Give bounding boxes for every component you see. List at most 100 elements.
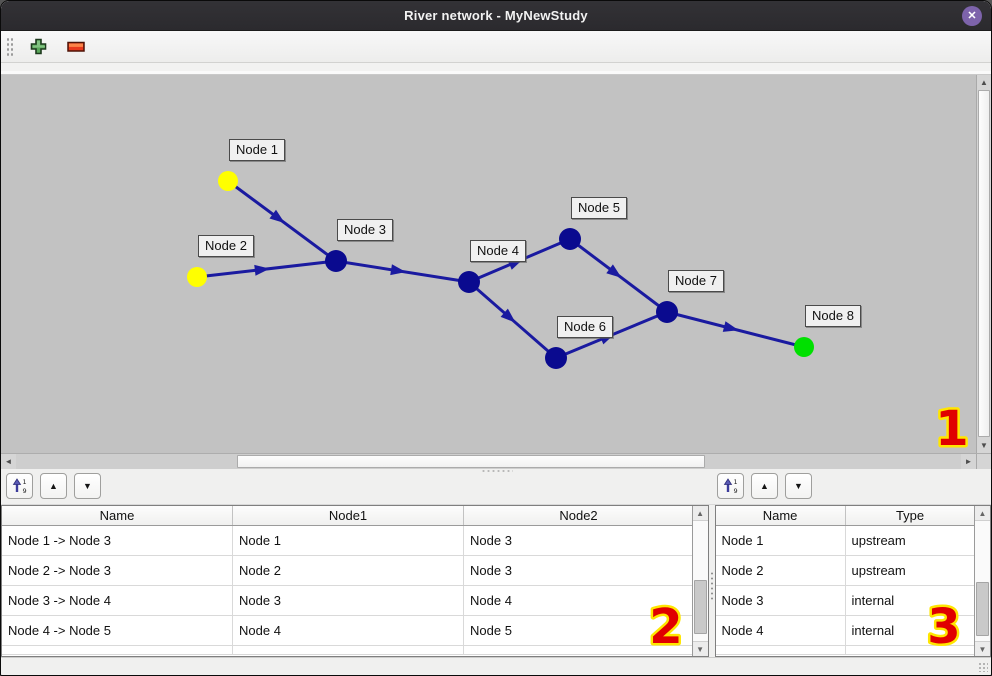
scrollbar-corner [976,454,991,469]
reach-table-header: Name Node1 Node2 [2,506,708,526]
sort-nodes-button[interactable]: 1 9 [717,473,744,499]
scroll-left-icon[interactable]: ◄ [1,454,16,469]
network-node-node-2[interactable] [187,267,207,287]
table-cell [464,646,694,654]
column-header-node2[interactable]: Node2 [464,506,694,525]
scroll-down-icon[interactable]: ▼ [974,641,990,656]
close-button[interactable]: ✕ [962,6,982,26]
network-node-node-6[interactable] [545,347,567,369]
network-node-node-1[interactable] [218,171,238,191]
horizontal-scroll-thumb[interactable] [237,455,705,468]
table-cell[interactable]: Node 1 -> Node 3 [2,526,233,555]
triangle-up-icon: ▲ [49,481,58,491]
reach-table-scrollbar[interactable]: ▲ ▼ [691,506,708,656]
move-reach-down-button[interactable]: ▼ [74,473,101,499]
flow-arrow-icon [254,264,270,276]
column-header-node1[interactable]: Node1 [233,506,464,525]
triangle-down-icon: ▼ [83,481,92,491]
node-label: Node 3 [337,219,393,241]
node-scroll-thumb[interactable] [975,582,989,636]
table-toolbar-strip: 1 9 ▲ ▼ 1 9 ▲ ▼ [1,469,991,505]
table-cell[interactable]: Node 4 [233,616,464,645]
scroll-right-icon[interactable]: ► [961,454,976,469]
remove-button[interactable] [63,34,89,60]
title-bar: River network - MyNewStudy ✕ [1,1,991,31]
table-cell [716,646,846,654]
network-node-node-8[interactable] [794,337,814,357]
triangle-down-icon: ▼ [794,481,803,491]
table-cell[interactable]: upstream [846,526,976,555]
scroll-up-icon[interactable]: ▲ [692,506,708,521]
scroll-down-icon[interactable]: ▼ [692,641,708,656]
move-reach-up-button[interactable]: ▲ [40,473,67,499]
column-header-name[interactable]: Name [716,506,846,525]
column-header-type[interactable]: Type [846,506,976,525]
network-node-node-4[interactable] [458,271,480,293]
table-cell[interactable]: Node 5 [464,616,694,645]
pane-splitter-handle[interactable] [481,469,513,473]
table-cell[interactable]: Node 3 [233,586,464,615]
scroll-up-icon[interactable]: ▲ [977,75,991,90]
table-row-partial [2,646,708,655]
node-label: Node 4 [470,240,526,262]
svg-text:9: 9 [22,487,26,494]
table-cell[interactable]: Node 2 [233,556,464,585]
table-cell [846,646,976,654]
vertical-scroll-thumb[interactable] [978,90,990,437]
network-node-node-7[interactable] [656,301,678,323]
table-cell[interactable]: Node 1 [716,526,846,555]
table-cell[interactable]: Node 4 -> Node 5 [2,616,233,645]
node-table-scrollbar[interactable]: ▲ ▼ [973,506,990,656]
node-label: Node 6 [557,316,613,338]
table-cell[interactable]: upstream [846,556,976,585]
flow-arrow-icon [606,264,622,278]
table-cell[interactable]: internal [846,586,976,615]
scroll-down-icon[interactable]: ▼ [977,438,991,453]
table-cell [233,646,464,654]
table-cell[interactable]: Node 3 [464,526,694,555]
flow-arrow-icon [722,321,739,332]
table-cell[interactable]: Node 4 [716,616,846,645]
move-node-up-button[interactable]: ▲ [751,473,778,499]
table-cell[interactable]: internal [846,616,976,645]
table-cell[interactable]: Node 4 [464,586,694,615]
reach-scroll-thumb[interactable] [693,580,707,634]
table-cell[interactable]: Node 2 [716,556,846,585]
move-node-down-button[interactable]: ▼ [785,473,812,499]
flow-arrow-icon [269,209,285,224]
network-node-node-3[interactable] [325,250,347,272]
flow-arrow-icon [500,308,516,323]
table-cell[interactable]: Node 3 -> Node 4 [2,586,233,615]
toolbar-separator [1,63,991,75]
table-cell[interactable]: Node 2 -> Node 3 [2,556,233,585]
resize-grip[interactable] [978,662,988,672]
column-header-name[interactable]: Name [2,506,233,525]
canvas-horizontal-scrollbar[interactable]: ◄ ► [1,454,976,469]
table-cell[interactable]: Node 1 [233,526,464,555]
toolbar-drag-handle[interactable] [5,35,13,58]
flow-arrow-icon [390,264,406,276]
table-cell[interactable]: Node 3 [716,586,846,615]
node-label: Node 5 [571,197,627,219]
canvas-vertical-scrollbar[interactable]: ▲ ▼ [976,75,991,453]
network-node-node-5[interactable] [559,228,581,250]
scroll-up-icon[interactable]: ▲ [974,506,990,521]
minus-icon [66,41,85,52]
table-splitter[interactable] [709,505,715,657]
sort-reaches-button[interactable]: 1 9 [6,473,33,499]
table-cell[interactable]: Node 3 [464,556,694,585]
add-button[interactable] [25,34,51,60]
